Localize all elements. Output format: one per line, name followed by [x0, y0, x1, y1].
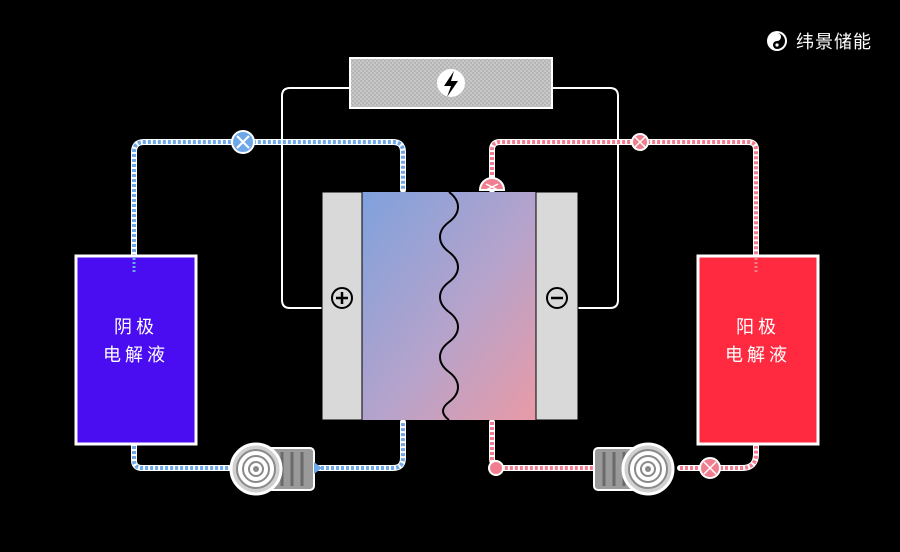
anode-pump-icon	[593, 442, 675, 496]
brand-name: 纬景储能	[796, 32, 872, 53]
external-wires	[281, 87, 619, 309]
logo-swirl-icon	[767, 31, 787, 51]
lightning-bolt-icon	[437, 69, 465, 97]
anode-outlet-valve-icon	[488, 460, 504, 476]
cathode-tank-label-line2: 电解液	[103, 345, 169, 366]
membrane	[439, 191, 459, 421]
cathode-tank-label-line1: 阴极	[114, 317, 158, 338]
minus-circle-icon	[546, 287, 568, 309]
cathode-tank	[74, 254, 198, 446]
cathode-valve-icon	[231, 130, 255, 154]
electrochemical-cell	[321, 191, 579, 421]
anode-valve-icon	[631, 133, 649, 151]
load-box	[349, 57, 553, 109]
anode-tank-label-line1: 阳极	[736, 317, 780, 338]
electrolyte-chamber	[362, 192, 536, 420]
anode-inlet-valve-icon	[478, 177, 506, 191]
wire-negative	[552, 87, 619, 309]
anode-tank-label-line2: 电解液	[725, 345, 791, 366]
anode-tank	[696, 254, 820, 446]
cathode-pipes	[131, 139, 406, 471]
plus-circle-icon	[331, 287, 353, 309]
anode-tank-label: 阳极 电解液	[698, 314, 818, 370]
cathode-pump-icon	[229, 442, 322, 496]
cathode-tank-label: 阴极 电解液	[76, 314, 196, 370]
brand-logo: 纬景储能	[766, 28, 872, 54]
anode-return-valve-icon	[699, 457, 721, 479]
wire-positive	[281, 87, 350, 309]
